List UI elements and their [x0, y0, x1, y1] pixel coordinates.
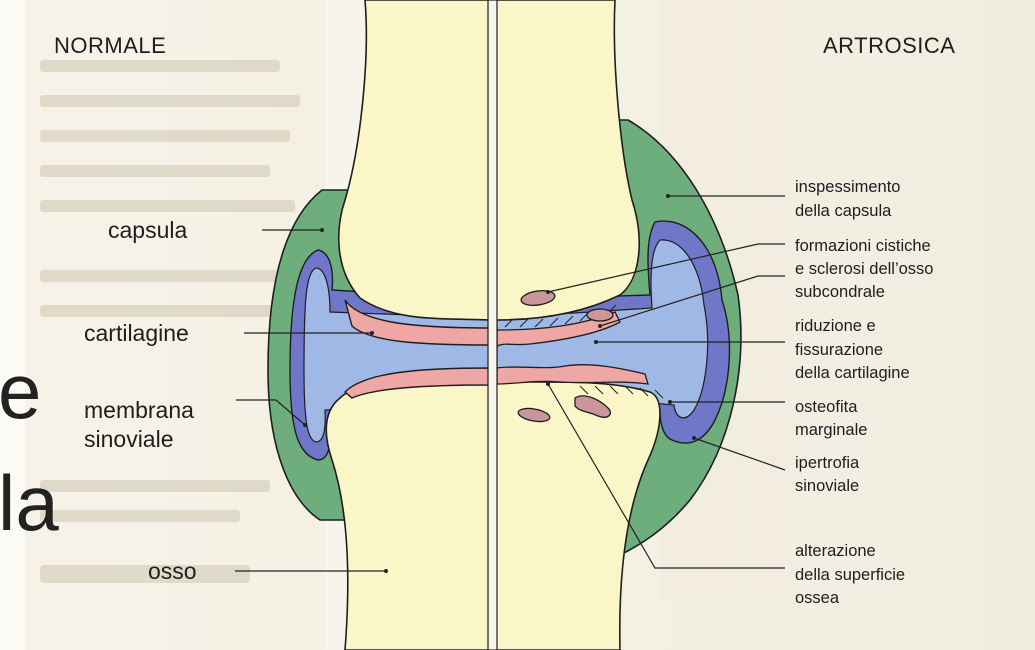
- svg-text:osteofita: osteofita: [795, 398, 858, 416]
- svg-text:ipertrofia: ipertrofia: [795, 454, 860, 472]
- svg-text:della superficie: della superficie: [795, 566, 905, 584]
- svg-text:riduzione e: riduzione e: [795, 317, 876, 335]
- svg-text:e sclerosi dell’osso: e sclerosi dell’osso: [795, 260, 933, 278]
- label-ipertrofia: ipertrofia sinoviale: [795, 454, 860, 495]
- label-capsula: capsula: [108, 217, 187, 243]
- svg-text:sinoviale: sinoviale: [795, 477, 859, 495]
- label-alterazione: alterazione della superficie ossea: [795, 542, 905, 607]
- header-artrosica: ARTROSICA: [823, 33, 955, 58]
- background-fragment-la: la: [0, 459, 59, 547]
- svg-text:alterazione: alterazione: [795, 542, 876, 560]
- svg-text:della capsula: della capsula: [795, 202, 892, 220]
- svg-text:fissurazione: fissurazione: [795, 341, 883, 359]
- svg-text:formazioni cistiche: formazioni cistiche: [795, 237, 931, 255]
- label-sinoviale: sinoviale: [84, 426, 174, 452]
- label-cartilagine: cartilagine: [84, 320, 189, 346]
- svg-text:della cartilagine: della cartilagine: [795, 364, 910, 382]
- subchondral-cyst-2: [587, 309, 613, 321]
- label-osteofita: osteofita marginale: [795, 398, 867, 439]
- label-formazioni-cistiche: formazioni cistiche e sclerosi dell’osso…: [795, 237, 933, 301]
- label-membrana: membrana: [84, 397, 194, 423]
- label-inspessimento: inspessimento della capsula: [795, 178, 900, 220]
- svg-text:ossea: ossea: [795, 589, 840, 607]
- background-fragment-e: e: [0, 347, 41, 435]
- svg-text:subcondrale: subcondrale: [795, 283, 885, 301]
- label-riduzione-cartilagine: riduzione e fissurazione della cartilagi…: [795, 317, 910, 382]
- header-normale: NORMALE: [54, 33, 166, 58]
- center-divider: [488, 0, 497, 650]
- svg-text:marginale: marginale: [795, 421, 867, 439]
- svg-text:inspessimento: inspessimento: [795, 178, 900, 196]
- label-osso: osso: [148, 558, 197, 584]
